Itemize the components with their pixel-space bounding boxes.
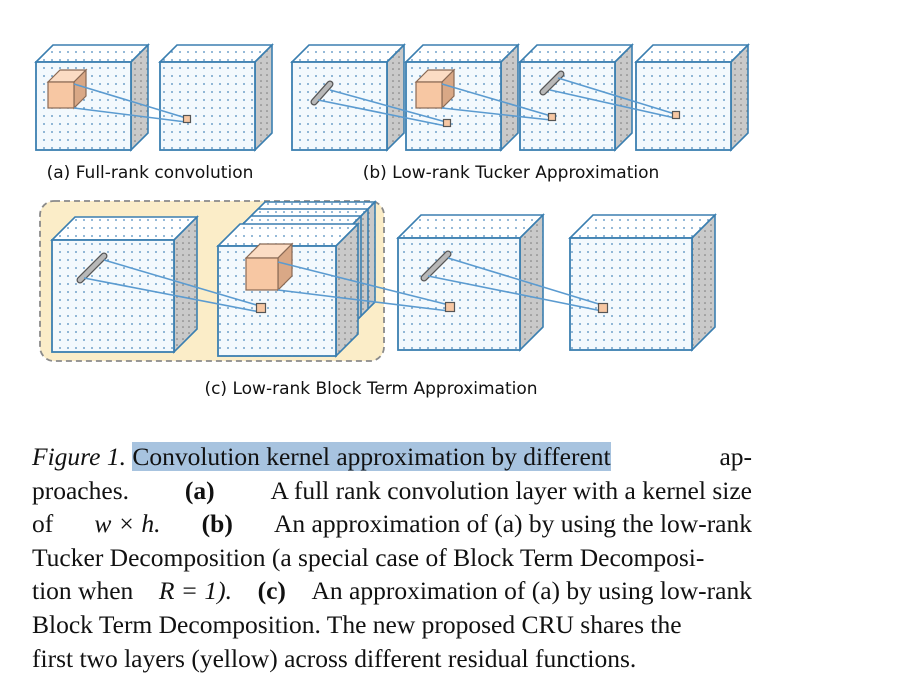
cube-front-dots: [398, 238, 520, 350]
subcaption-a: (a) Full-rank convolution: [47, 163, 254, 183]
caption-line1-rest: ap-: [719, 442, 752, 471]
connector-line: [83, 277, 261, 313]
connector-line: [427, 275, 603, 312]
kernel-target-b3: [547, 112, 557, 122]
kernel-target-c3: [444, 301, 456, 313]
cube-a-output: [158, 43, 274, 152]
caption-text: proaches.: [32, 475, 129, 505]
caption-label: Figure 1.: [32, 442, 126, 471]
cube-top-dots: [160, 45, 272, 62]
cube-b1: [290, 43, 406, 152]
caption-ref-c: (c): [257, 576, 286, 606]
cube-side-face: [500, 43, 519, 152]
kernel-a: [46, 68, 88, 110]
caption-text: Tucker Decomposition (a special case of …: [32, 542, 705, 572]
kernel-b2: [414, 68, 456, 110]
cube-side-face: [691, 213, 716, 352]
connector-line: [549, 89, 676, 119]
cube-front-dots: [570, 238, 692, 350]
rod-c1: [76, 252, 108, 284]
cube-top-dots: [292, 45, 404, 62]
cube-side-face: [254, 43, 273, 152]
cube-front-dots: [292, 62, 387, 150]
cube-top-dots: [406, 45, 518, 62]
kernel-target-b2: [442, 118, 452, 128]
figure-caption: Figure 1. Convolution kernel approximati…: [32, 440, 752, 675]
cube-top-dots: [52, 217, 197, 240]
subcaption-c: (c) Low-rank Block Term Approximation: [204, 379, 537, 399]
cube-side-face: [519, 213, 544, 352]
connector-line: [73, 83, 187, 119]
kernel-target-c2: [255, 302, 267, 314]
connector-line: [557, 77, 676, 115]
caption-ref-b: (b): [201, 509, 233, 539]
cube-c3: [396, 213, 545, 352]
connector-line: [277, 289, 450, 312]
connector-line: [277, 261, 450, 306]
rod-c3: [420, 250, 452, 282]
caption-text: first two layers (yellow) across differe…: [32, 643, 637, 673]
caption-math-rank: R = 1).: [158, 576, 233, 606]
cube-front-dots: [636, 62, 731, 150]
connector-line: [103, 259, 261, 307]
cube-side-face: [335, 222, 359, 358]
connector-line: [73, 107, 187, 123]
kernel-front-face: [47, 81, 75, 109]
caption-line-4: Tucker Decomposition (a special case of …: [32, 541, 752, 575]
cube-b4: [634, 43, 750, 152]
cube-front-dots: [160, 62, 255, 150]
kernel-front-face: [415, 81, 443, 109]
connector-line: [447, 257, 603, 306]
connector-line: [317, 99, 447, 127]
connector-line: [329, 89, 447, 123]
rod-b1: [310, 80, 334, 106]
cube-b3: [518, 43, 634, 152]
cube-side-face: [130, 43, 149, 152]
rod-body: [421, 251, 451, 281]
caption-highlight: Convolution kernel approximation by diff…: [132, 442, 611, 471]
caption-line-6: Block Term Decomposition. The new propos…: [32, 608, 752, 642]
cube-side-face: [386, 43, 405, 152]
caption-text: A full rank convolution layer with a ker…: [270, 475, 752, 505]
kernel-target-c4: [597, 302, 609, 314]
caption-text: tion when: [32, 576, 134, 606]
cube-top-dots: [36, 45, 148, 62]
cube-c2-front: [216, 222, 360, 358]
caption-line-1: Figure 1. Convolution kernel approximati…: [32, 440, 752, 474]
rod-body: [311, 81, 333, 105]
caption-text: Block Term Decomposition. The new propos…: [32, 609, 682, 639]
caption-text: An approximation of (a) by using the low…: [273, 509, 752, 539]
caption-line-5: tion when R = 1). (c) An approximation o…: [32, 574, 752, 608]
cube-front-dots: [520, 62, 615, 150]
connector-line: [441, 83, 552, 117]
caption-line-3: of w × h. (b) An approximation of (a) by…: [32, 507, 752, 541]
kernel-target-a: [182, 114, 192, 124]
cube-c4: [568, 213, 717, 352]
cube-top-dots: [636, 45, 748, 62]
cube-c1: [50, 215, 199, 354]
caption-text: of: [32, 509, 54, 539]
kernel-front-face: [245, 257, 279, 291]
rod-body: [77, 253, 107, 283]
rod-body: [540, 71, 564, 95]
connector-line: [441, 107, 552, 121]
caption-ref-a: (a): [184, 475, 215, 505]
figure-illustration: (a) Full-rank convolution (b) Low-rank T…: [34, 43, 750, 399]
caption-math-kernel: w × h.: [94, 509, 161, 539]
caption-text: An approximation of (a) by using low-ran…: [311, 576, 752, 606]
caption-line-7: first two layers (yellow) across differe…: [32, 642, 752, 676]
subcaption-b: (b) Low-rank Tucker Approximation: [363, 163, 660, 183]
rod-b3: [539, 70, 565, 96]
cube-top-dots: [398, 215, 543, 238]
cube-front-dots: [52, 240, 174, 352]
kernel-target-b4: [671, 110, 681, 120]
cube-top-dots: [570, 215, 715, 238]
caption-line-2: proaches. (a) A full rank convolution la…: [32, 474, 752, 508]
cube-side-face: [730, 43, 749, 152]
cube-top-dots: [218, 224, 358, 246]
kernel-c2: [244, 242, 294, 292]
cube-top-dots: [520, 45, 632, 62]
